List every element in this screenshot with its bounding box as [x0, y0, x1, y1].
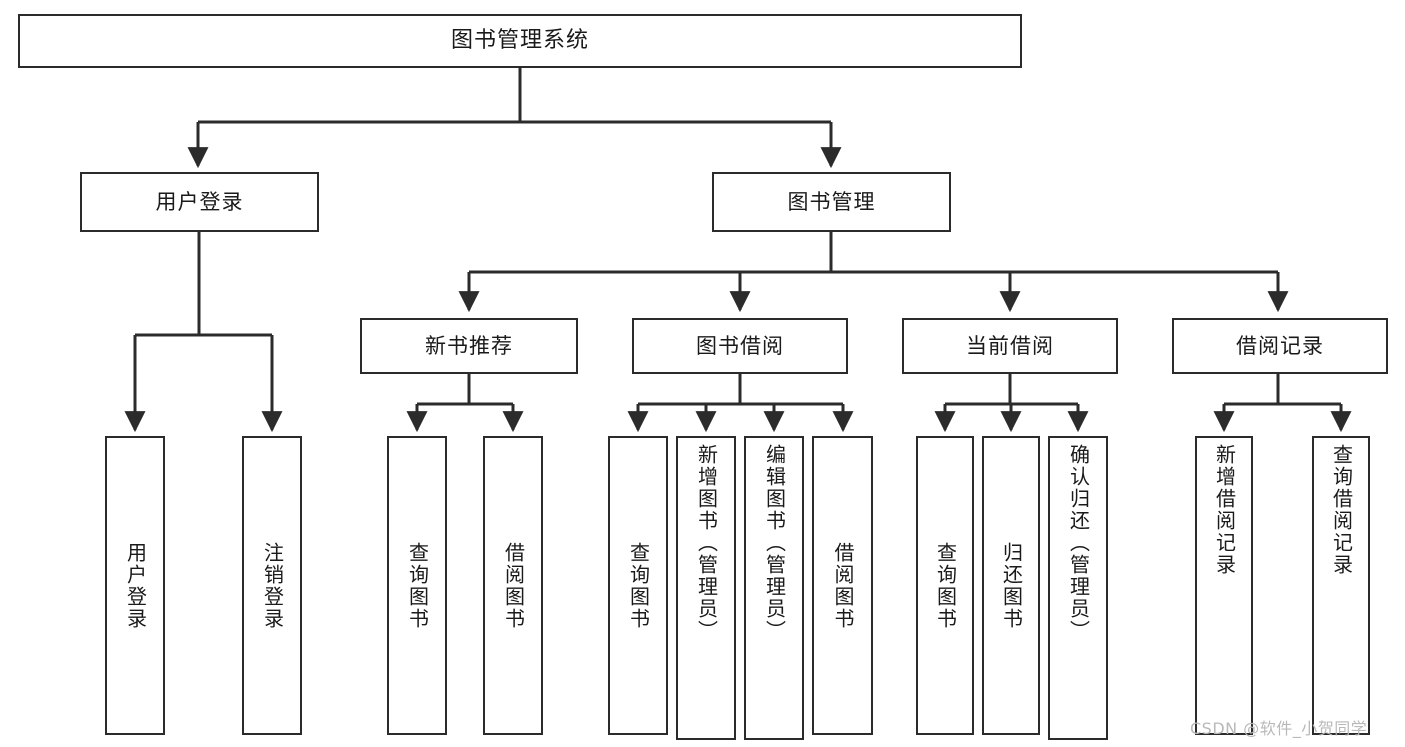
- node-label: 注销登录: [260, 541, 285, 630]
- node-label: 图书管理系统: [450, 28, 589, 54]
- leaf-user-login-login[interactable]: 用户登录: [105, 436, 165, 735]
- node-current-borrow[interactable]: 当前借阅: [902, 318, 1118, 374]
- leaf-user-login-logout[interactable]: 注销登录: [242, 436, 302, 735]
- node-label: 新增借阅记录: [1212, 444, 1237, 576]
- node-label: 借阅图书: [501, 541, 526, 630]
- leaf-book-borrow-borrow[interactable]: 借阅图书: [812, 436, 873, 735]
- node-label: 用户登录: [123, 541, 148, 630]
- leaf-new-book-query[interactable]: 查询图书: [387, 436, 447, 735]
- node-label: 查询借阅记录: [1329, 444, 1354, 576]
- leaf-borrow-record-add[interactable]: 新增借阅记录: [1195, 436, 1253, 735]
- node-label: 当前借阅: [966, 333, 1054, 358]
- node-label: 借阅图书: [831, 541, 855, 630]
- node-label: 查询图书: [933, 541, 958, 630]
- leaf-book-borrow-query[interactable]: 查询图书: [608, 436, 668, 735]
- node-root-book-management-system[interactable]: 图书管理系统: [18, 14, 1022, 68]
- node-book-borrow[interactable]: 图书借阅: [632, 318, 848, 374]
- node-book-management[interactable]: 图书管理: [712, 172, 951, 232]
- node-label: 确认归还（管理员）: [1066, 444, 1091, 642]
- node-label: 查询图书: [626, 541, 651, 630]
- leaf-current-borrow-return[interactable]: 归还图书: [982, 436, 1040, 735]
- leaf-borrow-record-query[interactable]: 查询借阅记录: [1312, 436, 1370, 735]
- csdn-watermark: CSDN @软件_小贺同学: [1190, 719, 1368, 738]
- node-new-book-recommend[interactable]: 新书推荐: [360, 318, 578, 374]
- node-label: 图书管理: [787, 189, 876, 214]
- node-label: 图书借阅: [696, 333, 784, 358]
- leaf-current-borrow-confirm-return-admin[interactable]: 确认归还（管理员）: [1048, 436, 1108, 740]
- node-label: 新书推荐: [425, 333, 513, 358]
- node-borrow-record[interactable]: 借阅记录: [1172, 318, 1388, 374]
- node-user-login[interactable]: 用户登录: [80, 172, 319, 232]
- leaf-current-borrow-query[interactable]: 查询图书: [916, 436, 974, 735]
- node-label: 用户登录: [155, 189, 244, 214]
- leaf-book-borrow-edit-admin[interactable]: 编辑图书（管理员）: [744, 436, 804, 740]
- node-label: 归还图书: [999, 541, 1024, 630]
- node-label: 编辑图书（管理员）: [762, 444, 787, 642]
- node-label: 借阅记录: [1236, 333, 1324, 358]
- node-label: 新增图书（管理员）: [694, 444, 719, 642]
- node-label: 查询图书: [405, 541, 430, 630]
- leaf-book-borrow-add-admin[interactable]: 新增图书（管理员）: [676, 436, 736, 740]
- leaf-new-book-borrow[interactable]: 借阅图书: [483, 436, 543, 735]
